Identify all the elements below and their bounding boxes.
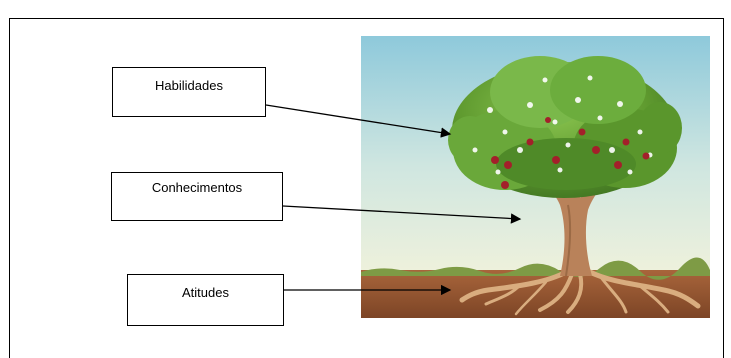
- fruits: [491, 117, 650, 189]
- arrow-conhecimentos: [282, 205, 522, 224]
- diagram-canvas: Habilidades Conhecimentos Atitudes: [9, 18, 724, 358]
- diagram-frame: [9, 18, 724, 358]
- tree-illustration: [265, 36, 710, 318]
- label-habilidades: Habilidades: [155, 78, 223, 93]
- label-box-atitudes: Atitudes: [127, 274, 284, 326]
- blossoms: [472, 75, 653, 175]
- grass-line: [361, 257, 710, 280]
- label-atitudes: Atitudes: [182, 285, 229, 300]
- label-conhecimentos: Conhecimentos: [151, 180, 243, 195]
- arrow-habilidades: [265, 104, 452, 138]
- roots: [459, 269, 701, 316]
- label-box-conhecimentos: Conhecimentos: [111, 172, 283, 221]
- label-box-habilidades: Habilidades: [112, 67, 266, 117]
- foliage: [448, 56, 682, 198]
